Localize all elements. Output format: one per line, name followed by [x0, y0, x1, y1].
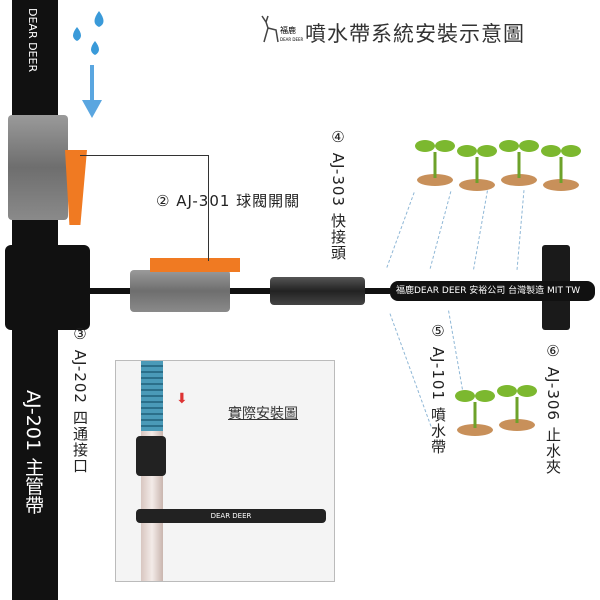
- logo: 福鹿 DEAR DEER: [258, 14, 303, 44]
- label-tape: ⑤ AJ-101 噴水帶: [429, 322, 447, 455]
- logo-cn: 福鹿: [280, 26, 296, 35]
- branch-line: [90, 288, 390, 294]
- valve-handle: [65, 150, 87, 225]
- quick-connector: [270, 277, 365, 305]
- label-clamp: ⑥ AJ-306 止水夾: [544, 342, 562, 475]
- tube-print: 福鹿DEAR DEER 安裕公司 台灣製造 MIT TW: [396, 286, 581, 296]
- cross-connector: [5, 245, 90, 330]
- spray-line: [473, 190, 488, 270]
- branch-valve-handle: [150, 258, 240, 272]
- spray-line: [389, 313, 432, 427]
- inset-title: 實際安裝圖: [228, 406, 298, 422]
- plants-bottom: [455, 375, 545, 449]
- photo-fitting: [136, 436, 166, 476]
- spray-line: [386, 192, 415, 268]
- label-connector: ④ AJ-303 快接頭: [329, 128, 347, 261]
- logo-en: DEAR DEER: [280, 37, 304, 42]
- photo-tape-print: DEAR DEER: [210, 512, 252, 520]
- branch-ball-valve: [130, 270, 230, 312]
- spray-line: [429, 191, 452, 269]
- spray-line: [516, 190, 525, 270]
- deer-logo-icon: [261, 15, 279, 43]
- installation-photo-inset: DEAR DEER ⬇ 實際安裝圖: [115, 360, 335, 582]
- label-cross: ③ AJ-202 四通接口: [71, 325, 89, 474]
- plants-top: [415, 120, 590, 199]
- photo-hose: [141, 361, 163, 431]
- main-ball-valve: [8, 115, 68, 220]
- main-pipe-label: AJ-201 主管帶: [22, 390, 44, 515]
- pipe-brand-text: DEAR DEER: [26, 8, 39, 73]
- red-arrow-icon: ⬇: [176, 391, 188, 407]
- water-drops-icon: [65, 5, 125, 124]
- valve-leader-line: [80, 155, 209, 261]
- page-title: 噴水帶系統安裝示意圖: [305, 22, 525, 46]
- photo-tape: DEAR DEER: [136, 509, 326, 523]
- label-valve: ② AJ-301 球閥開關: [156, 192, 301, 210]
- drip-tape: 福鹿DEAR DEER 安裕公司 台灣製造 MIT TW: [390, 281, 595, 301]
